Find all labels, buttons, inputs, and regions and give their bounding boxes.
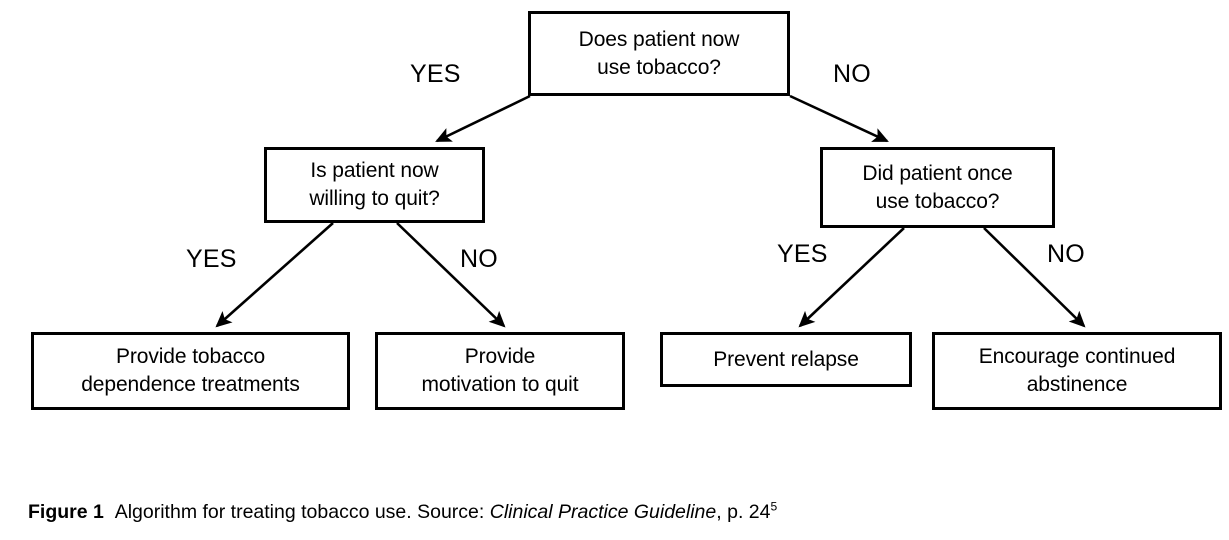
- caption-figure-number: Figure 1: [28, 501, 104, 523]
- node-is-patient-now-willing-to-quit[interactable]: Is patient now willing to quit?: [264, 147, 485, 223]
- node-encourage-continued-abstinence[interactable]: Encourage continued abstinence: [932, 332, 1222, 410]
- edge-label-once-yes: YES: [777, 240, 828, 268]
- edge-label-root-no: NO: [833, 60, 871, 88]
- node-does-patient-now-use-tobacco[interactable]: Does patient now use tobacco?: [528, 11, 790, 96]
- edge-label-willing-yes: YES: [186, 245, 237, 273]
- caption-footnote-marker: 5: [770, 499, 778, 514]
- node-prevent-relapse[interactable]: Prevent relapse: [660, 332, 912, 387]
- edge-root-yes: [435, 94, 531, 143]
- node-did-patient-once-use-tobacco[interactable]: Did patient once use tobacco?: [820, 147, 1055, 228]
- edge-label-willing-no: NO: [460, 245, 498, 273]
- edge-willing-yes: [215, 222, 334, 328]
- node-provide-tobacco-dependence-treatments[interactable]: Provide tobacco dependence treatments: [31, 332, 350, 410]
- caption-text-before: Algorithm for treating tobacco use. Sour…: [114, 501, 485, 523]
- figure-caption: Figure 1 Algorithm for treating tobacco …: [28, 500, 1208, 524]
- caption-text-after: , p. 24: [716, 501, 771, 523]
- edge-willing-no: [396, 222, 506, 328]
- edge-label-root-yes: YES: [410, 60, 461, 88]
- edge-root-no: [789, 94, 889, 143]
- node-provide-motivation-to-quit[interactable]: Provide motivation to quit: [375, 332, 625, 410]
- caption-source-title: Clinical Practice Guideline: [489, 501, 717, 523]
- edge-label-once-no: NO: [1047, 240, 1085, 268]
